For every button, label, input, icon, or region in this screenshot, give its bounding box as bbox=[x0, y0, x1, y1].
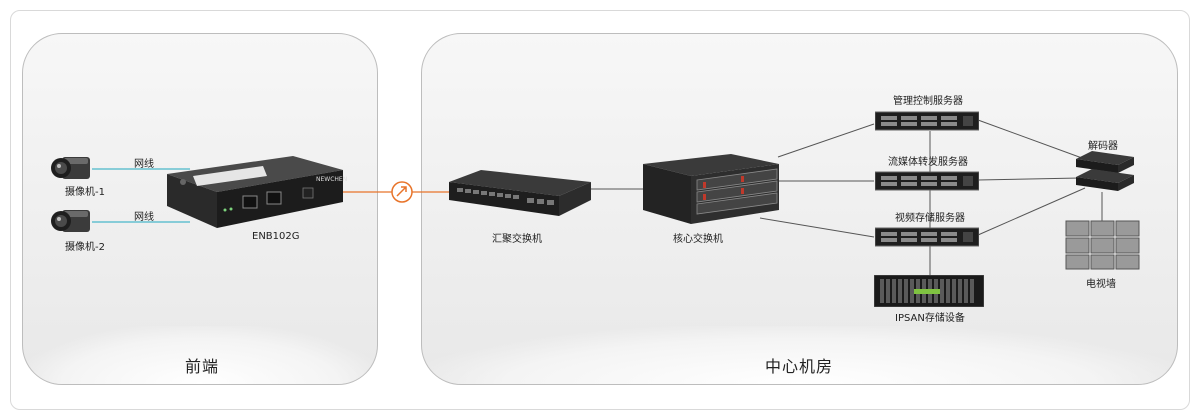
storage-server-label: 视频存储服务器 bbox=[895, 213, 965, 224]
camera-2-icon bbox=[51, 210, 90, 232]
cable-1-label: 网线 bbox=[134, 159, 154, 170]
fiber-connector-icon bbox=[391, 181, 413, 203]
mgmt-server-label: 管理控制服务器 bbox=[893, 96, 963, 107]
center-room-title: 中心机房 bbox=[765, 357, 834, 376]
cable-2-label: 网线 bbox=[134, 212, 154, 223]
link-core-mgmt bbox=[777, 123, 875, 158]
tv-wall-icon bbox=[1065, 220, 1140, 270]
ipsan-label: IPSAN存储设备 bbox=[895, 313, 965, 324]
link-core-storage bbox=[759, 217, 875, 238]
camera-1-icon bbox=[51, 157, 90, 179]
camera-2-label: 摄像机-2 bbox=[65, 242, 105, 253]
mgmt-server-icon bbox=[875, 111, 979, 131]
front-end-title: 前端 bbox=[185, 357, 220, 376]
encoder-label: ENB102G bbox=[252, 231, 300, 242]
ipsan-storage-icon bbox=[874, 275, 984, 307]
encoder-device-icon bbox=[167, 156, 343, 228]
link-media-decoder bbox=[977, 177, 1081, 181]
aggregation-switch-label: 汇聚交换机 bbox=[492, 234, 542, 245]
decoder-icon bbox=[1076, 151, 1134, 191]
encoder-brand: NEWCHEN bbox=[316, 176, 348, 183]
core-switch-label: 核心交换机 bbox=[673, 234, 723, 245]
camera-1-label: 摄像机-1 bbox=[65, 187, 105, 198]
media-server-label: 流媒体转发服务器 bbox=[888, 157, 968, 168]
link-mgmt-decoder bbox=[977, 119, 1083, 159]
tv-wall-label: 电视墙 bbox=[1086, 279, 1116, 290]
media-server-icon bbox=[875, 171, 979, 191]
link-storage-decoder bbox=[977, 187, 1086, 236]
storage-server-icon bbox=[875, 227, 979, 247]
core-switch-icon bbox=[643, 154, 779, 224]
aggregation-switch-icon bbox=[449, 170, 591, 216]
decoder-label: 解码器 bbox=[1088, 141, 1118, 152]
